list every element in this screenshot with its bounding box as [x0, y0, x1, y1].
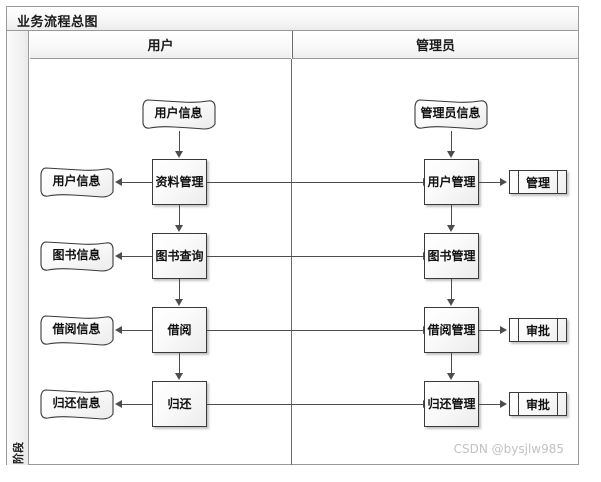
- connector-admin-proc2-to-proc3: [451, 279, 452, 299]
- node-user-proc-1-label: 资料管理: [155, 175, 204, 189]
- node-admin-start-doc-label: 管理员信息: [420, 106, 481, 120]
- connector-user-proc4-to-admin-proc4: [207, 404, 423, 405]
- node-user-out-doc-4[interactable]: 归还信息: [38, 387, 116, 421]
- arrowhead-right-admin-predef4: [500, 400, 507, 408]
- node-admin-predefined-3-label: 审批: [525, 323, 550, 338]
- phase-band: 阶段: [7, 31, 29, 465]
- node-user-out-doc-4-label: 归还信息: [52, 396, 101, 410]
- diagram-frame: 业务流程总图 阶段 用户 管理员 用户信息: [6, 6, 579, 465]
- node-admin-start-doc[interactable]: 管理员信息: [412, 97, 490, 131]
- connector-admin-start-to-proc1: [451, 131, 452, 151]
- node-admin-proc-3[interactable]: 借阅管理: [424, 307, 479, 353]
- arrowhead-down-admin-proc1: [447, 151, 455, 158]
- arrowhead-right-admin-predef3: [500, 326, 507, 334]
- predefined-bar-left: [518, 171, 519, 193]
- document-shape-icon: [40, 389, 114, 420]
- connector-user-proc3-to-proc4: [179, 353, 180, 373]
- predefined-bar-left: [518, 393, 519, 415]
- phase-label: 阶段: [13, 442, 25, 464]
- connector-admin-proc4-to-predef4: [479, 404, 500, 405]
- node-admin-predefined-1-label: 管理: [525, 175, 550, 190]
- connector-user-start-to-proc1: [179, 131, 180, 151]
- connector-user-proc1-to-proc2: [179, 205, 180, 225]
- diagram-canvas: 用户信息 资料管理 用户信息 图书查询: [30, 59, 578, 465]
- arrowhead-down-admin-proc3: [447, 299, 455, 306]
- lane-header-user: 用户: [30, 31, 291, 59]
- node-user-proc-2[interactable]: 图书查询: [152, 233, 207, 279]
- predefined-bar-right: [557, 171, 558, 193]
- connector-user-proc3-to-doc3: [122, 330, 152, 331]
- arrowhead-down-user-proc2: [175, 225, 183, 232]
- connector-user-proc1-to-doc1: [122, 182, 152, 183]
- connector-admin-proc3-to-predef3: [479, 330, 500, 331]
- connector-user-proc2-to-doc2: [122, 256, 152, 257]
- node-admin-predefined-4-label: 审批: [525, 397, 550, 412]
- predefined-bar-left: [518, 319, 519, 341]
- node-user-proc-4-label: 归还: [167, 397, 192, 411]
- arrowhead-left-user-doc4: [115, 400, 122, 408]
- document-shape-icon: [40, 315, 114, 346]
- document-shape-icon: [414, 99, 488, 130]
- arrowhead-left-user-doc3: [115, 326, 122, 334]
- node-admin-predefined-1[interactable]: 管理: [509, 170, 567, 194]
- arrowhead-down-user-proc1: [175, 151, 183, 158]
- watermark: CSDN @bysjlw985: [453, 442, 564, 456]
- connector-user-proc4-to-doc4: [122, 404, 152, 405]
- arrowhead-down-user-proc3: [175, 299, 183, 306]
- document-shape-icon: [40, 167, 114, 198]
- node-user-start-doc-label: 用户信息: [154, 106, 203, 120]
- document-shape-icon: [142, 99, 216, 130]
- node-admin-proc-2[interactable]: 图书管理: [424, 233, 479, 279]
- predefined-bar-right: [557, 393, 558, 415]
- node-user-proc-3[interactable]: 借阅: [152, 307, 207, 353]
- connector-admin-proc1-to-proc2: [451, 205, 452, 225]
- node-admin-proc-3-label: 借阅管理: [427, 323, 476, 337]
- connector-admin-proc3-to-proc4: [451, 353, 452, 373]
- connector-user-proc1-to-admin-proc1: [207, 182, 423, 183]
- node-user-proc-2-label: 图书查询: [155, 249, 204, 263]
- node-admin-predefined-4[interactable]: 审批: [509, 392, 567, 416]
- arrowhead-left-user-doc2: [115, 252, 122, 260]
- arrowhead-left-user-doc1: [115, 178, 122, 186]
- node-user-out-doc-2[interactable]: 图书信息: [38, 239, 116, 273]
- node-admin-proc-4[interactable]: 归还管理: [424, 381, 479, 427]
- diagram-title: 业务流程总图: [17, 14, 99, 29]
- arrowhead-down-user-proc4: [175, 373, 183, 380]
- node-admin-predefined-3[interactable]: 审批: [509, 318, 567, 342]
- node-user-out-doc-2-label: 图书信息: [52, 248, 101, 262]
- predefined-bar-right: [557, 319, 558, 341]
- lane-divider: [291, 59, 292, 465]
- node-user-start-doc[interactable]: 用户信息: [140, 97, 218, 131]
- lane-header-admin-label: 管理员: [415, 38, 455, 53]
- node-user-proc-3-label: 借阅: [167, 323, 192, 337]
- connector-admin-proc1-to-predef1: [479, 182, 500, 183]
- node-admin-proc-2-label: 图书管理: [427, 249, 476, 263]
- lane-header-admin: 管理员: [292, 31, 578, 59]
- diagram-title-bar: 业务流程总图: [7, 7, 578, 31]
- arrowhead-down-admin-proc2: [447, 225, 455, 232]
- node-user-out-doc-1[interactable]: 用户信息: [38, 165, 116, 199]
- node-user-out-doc-3[interactable]: 借阅信息: [38, 313, 116, 347]
- node-user-proc-1[interactable]: 资料管理: [152, 159, 207, 205]
- connector-user-proc2-to-admin-proc2: [207, 256, 423, 257]
- node-admin-proc-4-label: 归还管理: [427, 397, 476, 411]
- node-user-proc-4[interactable]: 归还: [152, 381, 207, 427]
- connector-user-proc2-to-proc3: [179, 279, 180, 299]
- node-admin-proc-1[interactable]: 用户管理: [424, 159, 479, 205]
- document-shape-icon: [40, 241, 114, 272]
- node-admin-proc-1-label: 用户管理: [427, 175, 476, 189]
- arrowhead-right-admin-predef1: [500, 178, 507, 186]
- lane-header-user-label: 用户: [147, 38, 174, 53]
- node-user-out-doc-3-label: 借阅信息: [52, 322, 101, 336]
- node-user-out-doc-1-label: 用户信息: [52, 174, 101, 188]
- connector-user-proc3-to-admin-proc3: [207, 330, 423, 331]
- arrowhead-down-admin-proc4: [447, 373, 455, 380]
